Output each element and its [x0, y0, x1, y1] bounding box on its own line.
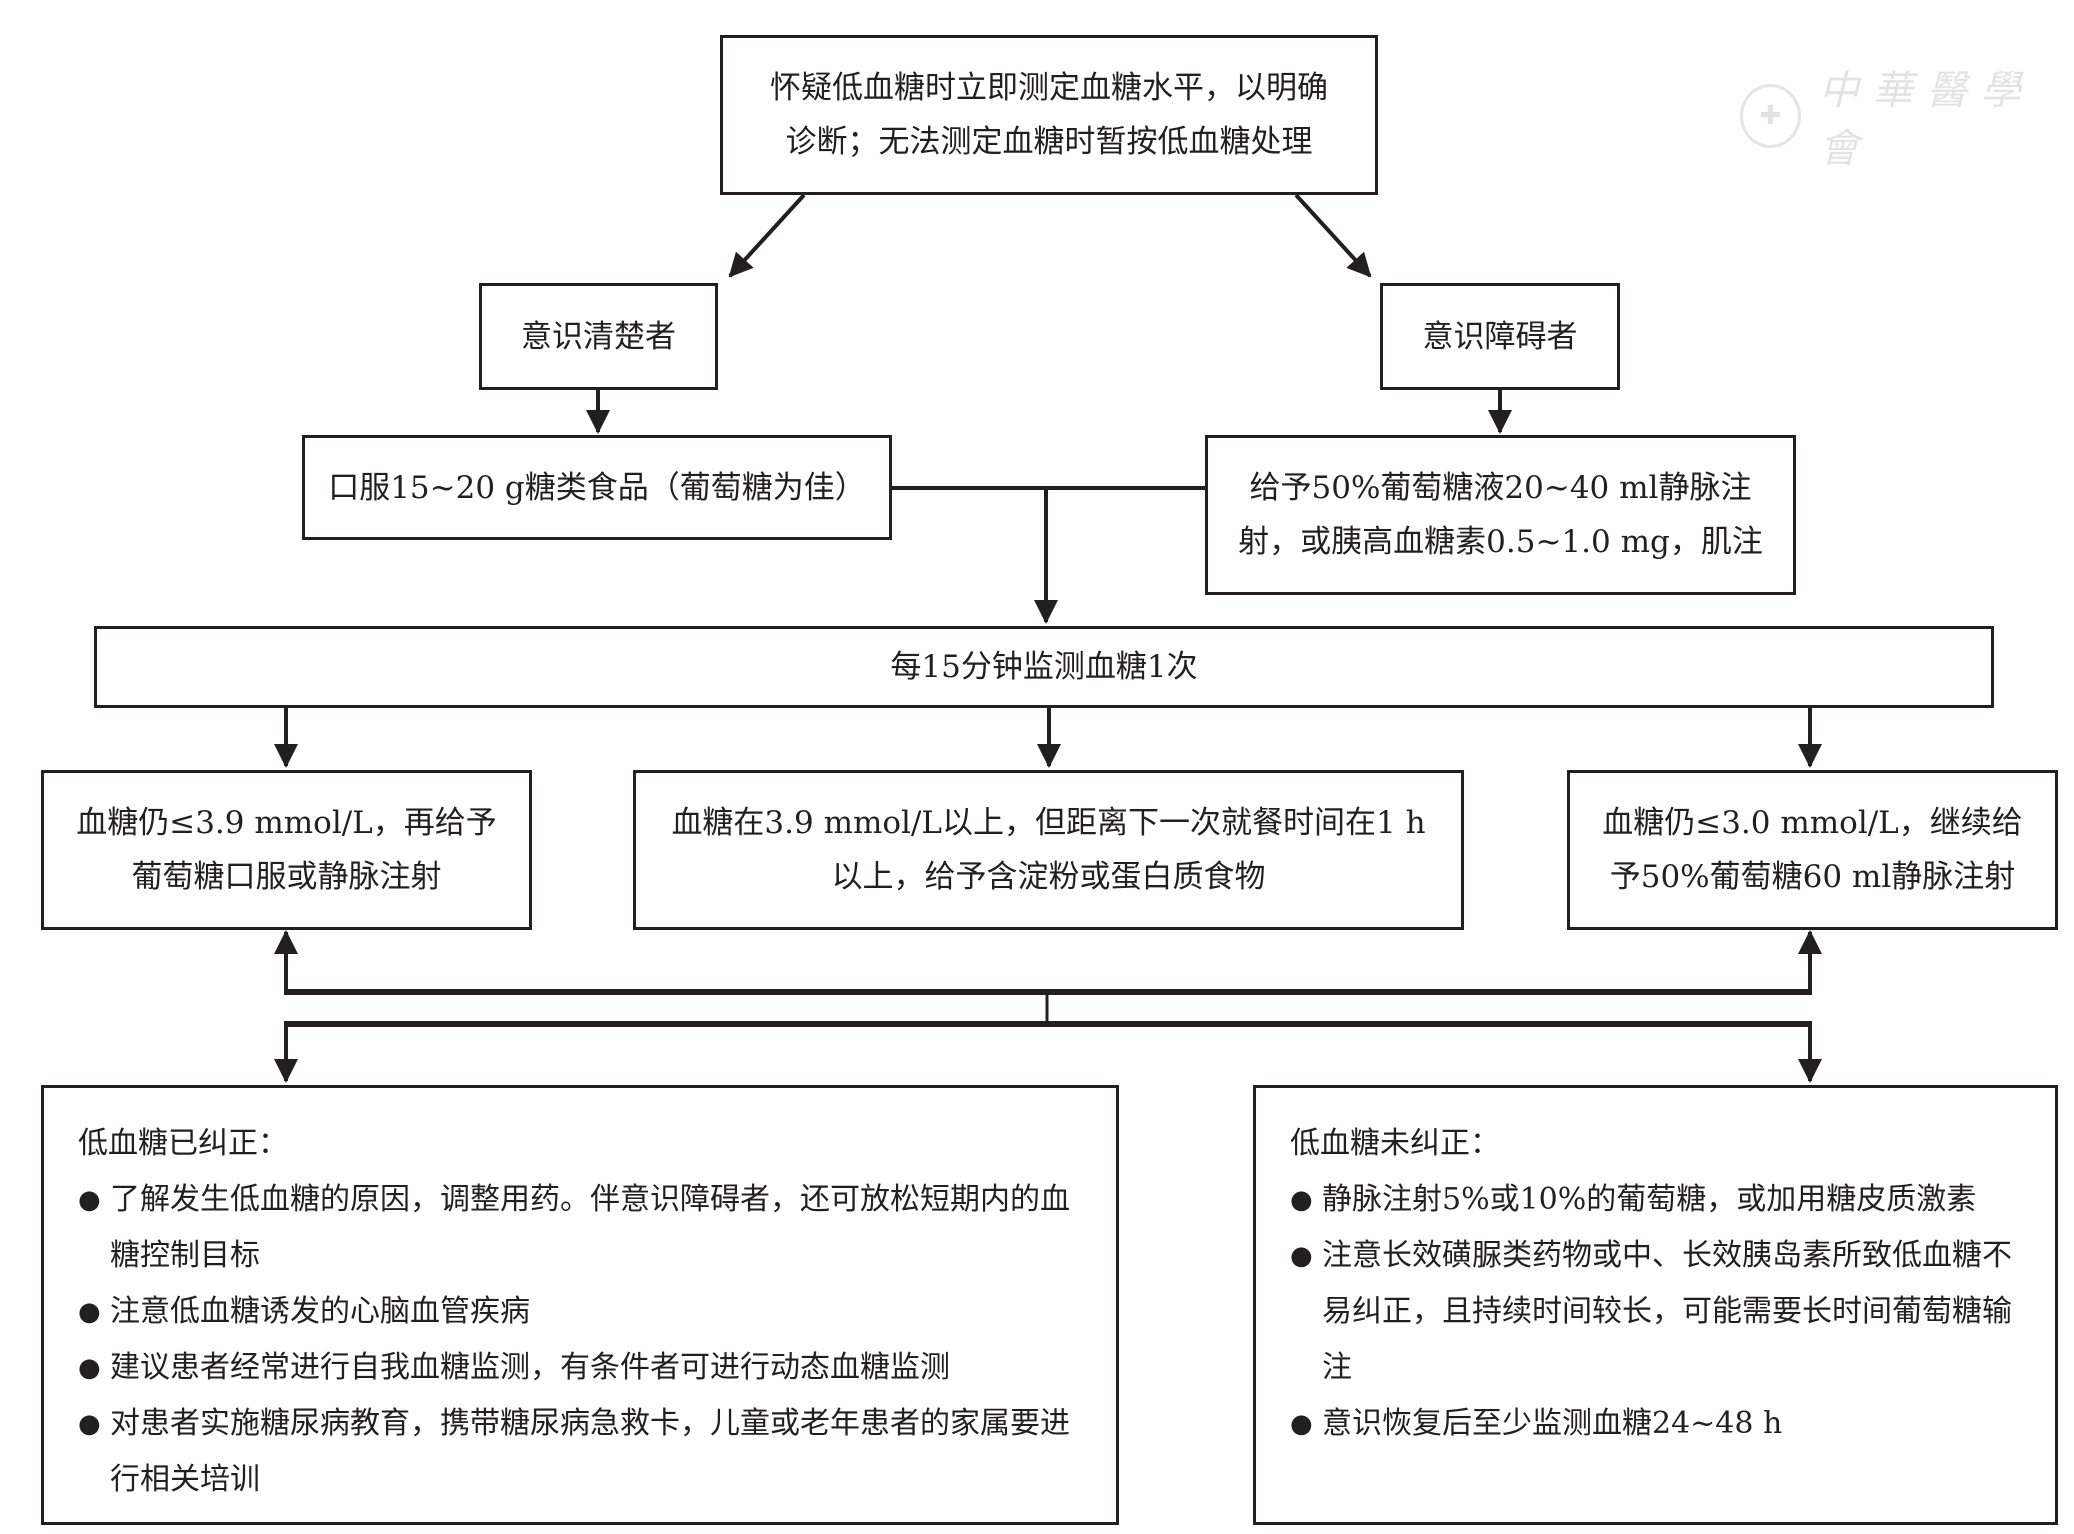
list-item: ●建议患者经常进行自我血糖监测，有条件者可进行动态血糖监测 — [78, 1340, 1086, 1396]
bullet-icon: ● — [78, 1297, 101, 1327]
conscious-node-label: 意识清楚者 — [521, 318, 676, 355]
conscious-node: 意识清楚者 — [479, 283, 718, 390]
list-item: ●注意长效磺脲类药物或中、长效胰岛素所致低血糖不易纠正，且持续时间较长，可能需要… — [1290, 1228, 2025, 1396]
iv-glucose-line2: 射，或胰高血糖素0.5~1.0 mg，肌注 — [1238, 524, 1763, 560]
result-severe-low-node: 血糖仍≤3.0 mmol/L，继续给 予50%葡萄糖60 ml静脉注射 — [1567, 770, 2058, 930]
result-above-threshold-line2: 以上，给予含淀粉或蛋白质食物 — [831, 859, 1266, 895]
bullet-icon: ● — [78, 1353, 101, 1383]
corrected-heading: 低血糖已纠正： — [78, 1126, 288, 1161]
result-severe-low-line1: 血糖仍≤3.0 mmol/L，继续给 — [1602, 805, 2023, 841]
start-node-line2: 诊断；无法测定血糖时暂按低血糖处理 — [785, 124, 1313, 160]
iv-glucose-node: 给予50%葡萄糖液20~40 ml静脉注 射，或胰高血糖素0.5~1.0 mg，… — [1205, 435, 1796, 595]
list-item: ●意识恢复后至少监测血糖24~48 h — [1290, 1396, 2025, 1452]
medical-association-seal-icon: ✚ — [1740, 84, 1801, 148]
bullet-icon: ● — [1290, 1409, 1313, 1439]
list-item: ●对患者实施糖尿病教育，携带糖尿病急救卡，儿童或老年患者的家属要进行相关培训 — [78, 1396, 1086, 1508]
result-still-low-node: 血糖仍≤3.9 mmol/L，再给予 葡萄糖口服或静脉注射 — [41, 770, 532, 930]
list-item: ●了解发生低血糖的原因，调整用药。伴意识障碍者，还可放松短期内的血糖控制目标 — [78, 1172, 1086, 1284]
result-still-low-line2: 葡萄糖口服或静脉注射 — [131, 859, 442, 895]
result-still-low-line1: 血糖仍≤3.9 mmol/L，再给予 — [76, 805, 497, 841]
result-above-threshold-line1: 血糖在3.9 mmol/L以上，但距离下一次就餐时间在1 h — [671, 805, 1426, 841]
result-above-threshold-node: 血糖在3.9 mmol/L以上，但距离下一次就餐时间在1 h 以上，给予含淀粉或… — [633, 770, 1464, 930]
start-node-line1: 怀疑低血糖时立即测定血糖水平，以明确 — [770, 70, 1328, 106]
monitor-label: 每15分钟监测血糖1次 — [890, 649, 1198, 685]
list-item: ●注意低血糖诱发的心脑血管疾病 — [78, 1284, 1086, 1340]
arrow-start-to-impaired — [1294, 193, 1372, 278]
watermark-text: 中華醫學會 — [1818, 68, 2035, 172]
corrected-list: ●了解发生低血糖的原因，调整用药。伴意识障碍者，还可放松短期内的血糖控制目标 ●… — [78, 1172, 1086, 1508]
start-node: 怀疑低血糖时立即测定血糖水平，以明确 诊断；无法测定血糖时暂按低血糖处理 — [720, 35, 1378, 195]
oral-glucose-label: 口服15~20 g糖类食品（葡萄糖为佳） — [328, 469, 866, 506]
monitor-node: 每15分钟监测血糖1次 — [94, 626, 1994, 708]
bullet-icon: ● — [1290, 1241, 1313, 1271]
impaired-node-label: 意识障碍者 — [1422, 318, 1578, 355]
result-severe-low-line2: 予50%葡萄糖60 ml静脉注射 — [1609, 859, 2016, 895]
not-corrected-list: ●静脉注射5%或10%的葡萄糖，或加用糖皮质激素 ●注意长效磺脲类药物或中、长效… — [1290, 1172, 2025, 1452]
watermark: ✚ 中華醫學會 — [1740, 58, 2074, 174]
corrected-node: 低血糖已纠正： ●了解发生低血糖的原因，调整用药。伴意识障碍者，还可放松短期内的… — [41, 1085, 1119, 1525]
iv-glucose-line1: 给予50%葡萄糖液20~40 ml静脉注 — [1249, 470, 1752, 506]
oral-glucose-node: 口服15~20 g糖类食品（葡萄糖为佳） — [302, 435, 892, 540]
bullet-icon: ● — [78, 1409, 101, 1439]
arrow-start-to-conscious — [728, 193, 806, 278]
bullet-icon: ● — [1290, 1185, 1313, 1215]
not-corrected-heading: 低血糖未纠正： — [1290, 1126, 1500, 1161]
not-corrected-node: 低血糖未纠正： ●静脉注射5%或10%的葡萄糖，或加用糖皮质激素 ●注意长效磺脲… — [1253, 1085, 2058, 1525]
bullet-icon: ● — [78, 1185, 101, 1215]
impaired-node: 意识障碍者 — [1380, 283, 1620, 390]
list-item: ●静脉注射5%或10%的葡萄糖，或加用糖皮质激素 — [1290, 1172, 2025, 1228]
